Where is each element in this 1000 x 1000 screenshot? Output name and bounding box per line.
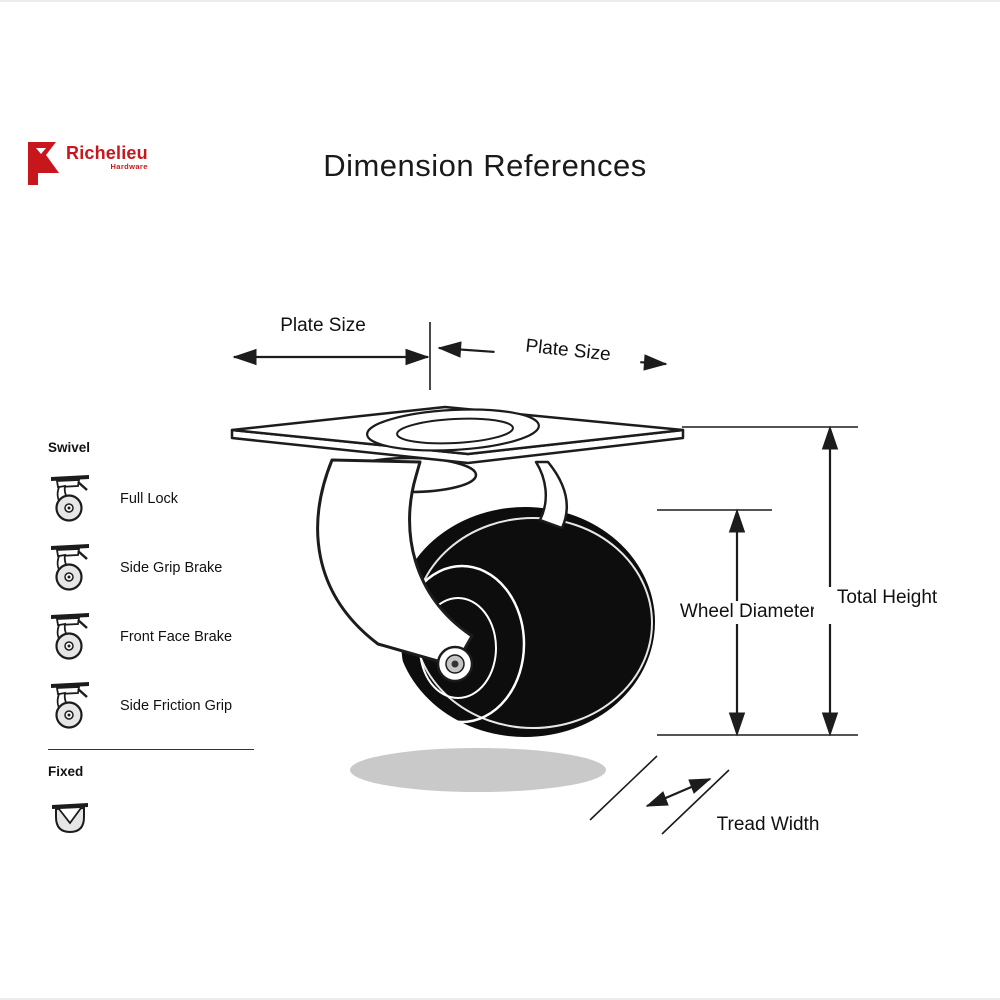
mounting-plate (230, 405, 685, 465)
wheel-diameter-label: Wheel Diameter (660, 601, 836, 624)
legend-item-full-lock: Full Lock (48, 473, 258, 525)
legend-item-label: Front Face Brake (120, 629, 233, 645)
legend-heading-swivel: Swivel (48, 440, 91, 455)
legend-item-label: Full Lock (120, 491, 179, 507)
legend-item-side-grip-brake: Side Grip Brake (48, 542, 258, 594)
wheel-shadow (350, 748, 606, 792)
logo-subtext: Hardware (110, 162, 148, 171)
page-title: Dimension References (323, 148, 647, 183)
logo-text: Richelieu Hardware (66, 144, 148, 171)
total-height-label: Total Height (814, 587, 960, 610)
dimension-arrows (232, 322, 858, 835)
logo-brand: Richelieu (66, 143, 148, 163)
richelieu-logo-icon (28, 142, 59, 185)
caster-dimension-diagram (230, 322, 858, 835)
fixed-caster-icon (48, 797, 92, 849)
wheel-diameter-arrow (657, 508, 858, 737)
legend-item-side-friction-grip: Side Friction Grip (48, 680, 258, 732)
tread-width-label: Tread Width (700, 814, 836, 837)
plate-size-left-label: Plate Size (250, 315, 396, 338)
plate-size-left-arrow (232, 322, 431, 390)
swivel-caster-icon (48, 680, 92, 732)
tread-width-arrow (589, 755, 730, 835)
legend-item-label: Side Friction Grip (120, 698, 233, 714)
swivel-caster-icon (48, 542, 92, 594)
legend-item-label: Side Grip Brake (120, 560, 223, 576)
richelieu-logo: Richelieu Hardware (26, 140, 148, 186)
caster-type-legend: Swivel Full Lock Side Grip Brake Front F… (48, 440, 258, 866)
swivel-caster-icon (48, 473, 92, 525)
swivel-caster-icon (48, 611, 92, 663)
legend-heading-fixed: Fixed (48, 764, 84, 779)
total-height-arrow (682, 425, 858, 737)
legend-item-front-face-brake: Front Face Brake (48, 611, 258, 663)
axle-hub (436, 645, 474, 683)
fork-rear-leg (534, 460, 569, 530)
legend-divider (48, 749, 254, 750)
